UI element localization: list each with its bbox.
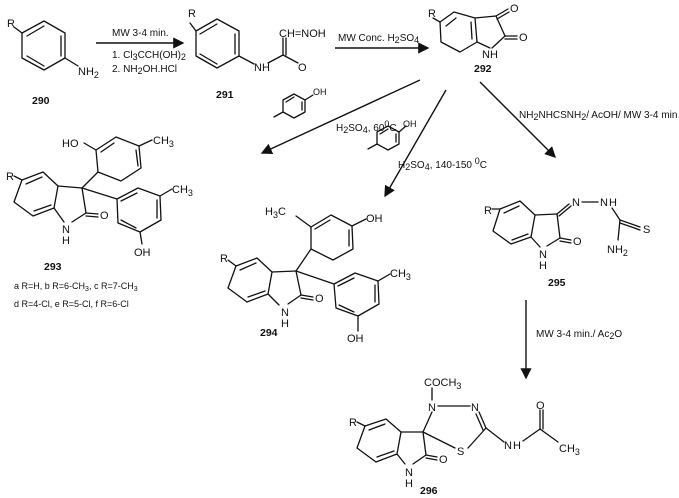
arrow-step5: NH2NHCSNH2/ AcOH/ MW 3-4 min — [479, 81, 677, 158]
indole-n: N — [539, 249, 547, 261]
condition-step1-top: MW 3-4 min. — [112, 28, 169, 39]
methyl-label: CH3 — [559, 443, 580, 457]
arrow-step4: OH H2SO4, 140-150 0C — [367, 89, 487, 198]
oxime-label: CH=NOH — [279, 28, 326, 40]
hydrazone-n: N — [572, 197, 580, 209]
compound-292: R O O NH 292 — [428, 3, 528, 75]
carbonyl-o: O — [439, 454, 448, 466]
compound-number-296: 296 — [420, 485, 438, 497]
thiadiazole-n: N — [428, 402, 436, 414]
condition-step2: MW Conc. H2SO4 — [338, 33, 419, 45]
phenol-oh: OH — [134, 247, 151, 259]
substituent-line-2: d R=4-Cl, e R=5-Cl, f R=6-Cl — [14, 299, 129, 309]
indole-h: H — [62, 235, 70, 247]
indole-n: N — [62, 224, 70, 236]
amide-o: O — [536, 400, 545, 412]
indole-n: N — [281, 307, 289, 319]
indole-nh: NH — [482, 49, 498, 61]
amide-h: H — [513, 440, 521, 452]
condition-step4: H2SO4, 140-150 0C — [398, 156, 487, 172]
r-label: R — [349, 417, 357, 429]
methyl-label: CH3 — [390, 268, 411, 282]
indole-h: H — [281, 318, 289, 330]
condition-step1-b: 2. NH2OH.HCl — [112, 64, 177, 76]
phenol-oh: OH — [366, 213, 383, 225]
r-label: R — [6, 171, 14, 183]
arrow-step3: OH H2SO4, 600C — [260, 79, 421, 154]
carbonyl-o: O — [298, 62, 307, 74]
condition-step1-a: 1. Cl3CCH(OH)2 — [112, 50, 186, 62]
condition-step3: H2SO4, 600C — [336, 119, 397, 135]
thio-nh2: NH2 — [607, 244, 628, 258]
indole-h: H — [405, 478, 413, 490]
acetyl-label: COCH3 — [424, 377, 461, 391]
compound-number-293: 293 — [44, 261, 62, 273]
compound-number-295: 295 — [548, 277, 566, 289]
cresol-oh: OH — [403, 119, 417, 129]
compound-295: R N N H S NH2 O N H 295 — [484, 197, 650, 289]
condition-step5: NH2NHCSNH2/ AcOH/ MW 3-4 min — [519, 110, 677, 122]
compound-number-292: 292 — [474, 63, 492, 75]
methyl-label: CH3 — [153, 135, 174, 149]
carbonyl-o: O — [100, 210, 109, 222]
compound-293: R N H O HO CH3 CH3 OH 293 a R=H, b R=6-C… — [6, 135, 193, 309]
h3c-label: H3C — [265, 206, 286, 220]
compound-number-294: 294 — [260, 327, 278, 339]
thio-s: S — [643, 224, 650, 236]
indole-h: H — [539, 260, 547, 272]
r-label: R — [220, 253, 228, 265]
r-label: R — [428, 8, 436, 20]
hydrazone-nh: N — [600, 197, 608, 209]
c2-oxygen: O — [519, 32, 528, 44]
amide-n: N — [504, 440, 512, 452]
thiadiazole-s: S — [457, 446, 464, 458]
arrow-step1: MW 3-4 min. 1. Cl3CCH(OH)2 2. NH2OH.HCl — [96, 28, 186, 76]
compound-296: R N H O N N S COCH3 N H O CH3 296 — [349, 377, 580, 497]
compound-number-291: 291 — [216, 89, 234, 101]
thiadiazole-n2: N — [471, 402, 479, 414]
nh-label: NH — [254, 62, 270, 74]
hydrazone-h: H — [609, 197, 617, 209]
arrow-step6: MW 3-4 min./ Ac2O — [520, 300, 622, 380]
nh2-label: NH2 — [78, 66, 99, 80]
condition-step6: MW 3-4 min./ Ac2O — [536, 329, 622, 341]
compound-290: R NH2 290 — [7, 18, 99, 107]
arrow-step2: MW Conc. H2SO4 — [335, 33, 430, 54]
c3-oxygen: O — [510, 3, 519, 15]
substituent-line-1: a R=H, b R=6-CH3, c R=7-CH3 — [14, 281, 138, 293]
indole-n: N — [405, 467, 413, 479]
cresol-oh: OH — [313, 87, 327, 97]
carbonyl-o: O — [315, 293, 324, 305]
r-label: R — [484, 205, 492, 217]
phenol-ho: HO — [62, 138, 79, 150]
compound-291: R NH O CH=NOH 291 — [188, 8, 326, 101]
compound-294: R N H O H3C OH CH3 OH 294 — [220, 206, 411, 345]
methyl-label: CH3 — [172, 184, 193, 198]
carbonyl-o: O — [573, 236, 582, 248]
r-label: R — [188, 8, 196, 20]
r-label: R — [7, 18, 15, 30]
phenol-oh: OH — [347, 333, 364, 345]
compound-number-290: 290 — [32, 95, 50, 107]
